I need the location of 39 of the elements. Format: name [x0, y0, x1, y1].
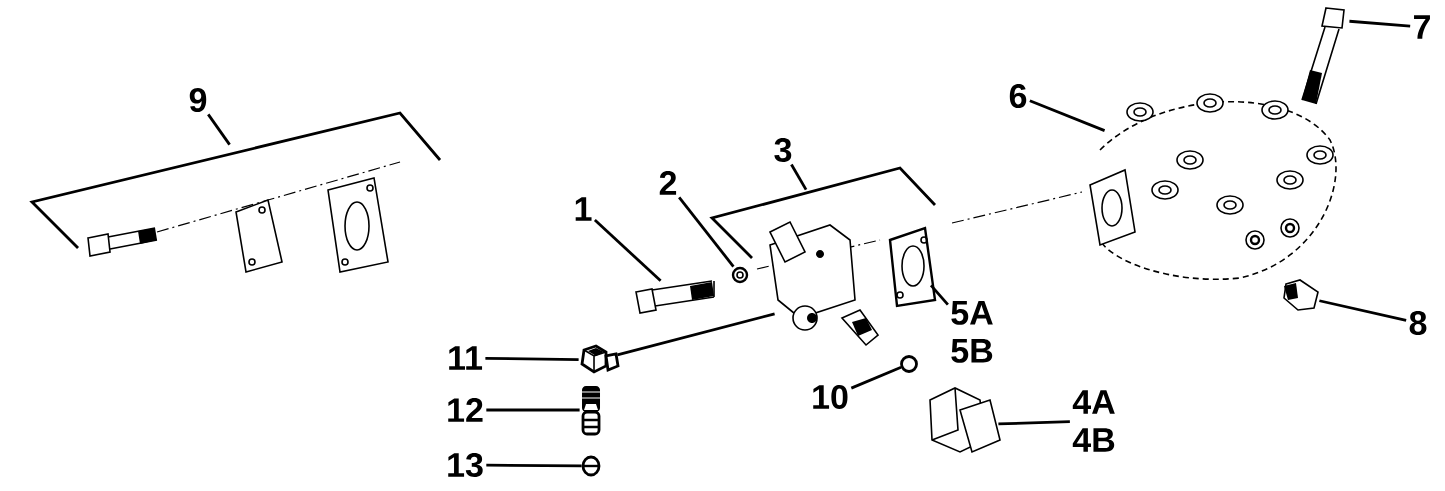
cap-drawing	[581, 455, 601, 477]
nipple-drawing	[581, 386, 601, 436]
callout-number: 5A 5B	[951, 301, 993, 363]
elbow-fitting-drawing	[580, 344, 620, 374]
leader-line	[593, 218, 662, 282]
leader-line	[678, 196, 735, 268]
bracket-line	[709, 166, 937, 259]
callout-number: 13	[448, 452, 483, 478]
bolt-drawing	[635, 280, 715, 314]
leader-line	[486, 408, 580, 412]
callout-number: 2	[659, 171, 677, 195]
gasket-drawing	[888, 226, 937, 308]
callout-number: 4A 4B	[1072, 390, 1115, 452]
callout-number: 6	[1009, 83, 1027, 109]
leader-line	[486, 463, 582, 468]
washer-drawing	[731, 266, 749, 284]
leader-line	[850, 366, 902, 390]
callout-number: 12	[448, 398, 483, 422]
leader-line	[1029, 99, 1106, 132]
plug-drawing	[1283, 279, 1319, 311]
bracket-line	[29, 111, 442, 249]
leader-line	[485, 356, 579, 362]
leader-line	[790, 163, 808, 191]
callout-number: 8	[1409, 310, 1427, 336]
leader-line	[1349, 19, 1411, 28]
leader-line	[929, 284, 949, 306]
callout-number: 1	[575, 197, 592, 221]
callout-number: 9	[189, 87, 207, 113]
leader-line	[1319, 299, 1407, 322]
callout-number: 11	[449, 346, 483, 370]
bolt-drawing	[1301, 7, 1345, 105]
leader-line	[998, 420, 1070, 426]
cylinder-head-drawing	[1089, 93, 1337, 280]
callout-number: 3	[774, 137, 792, 163]
leader-line	[207, 113, 231, 146]
callout-number: 7	[1414, 15, 1430, 39]
assembly-line	[617, 312, 775, 357]
callout-number: 10	[813, 384, 848, 410]
o-ring	[900, 355, 918, 373]
